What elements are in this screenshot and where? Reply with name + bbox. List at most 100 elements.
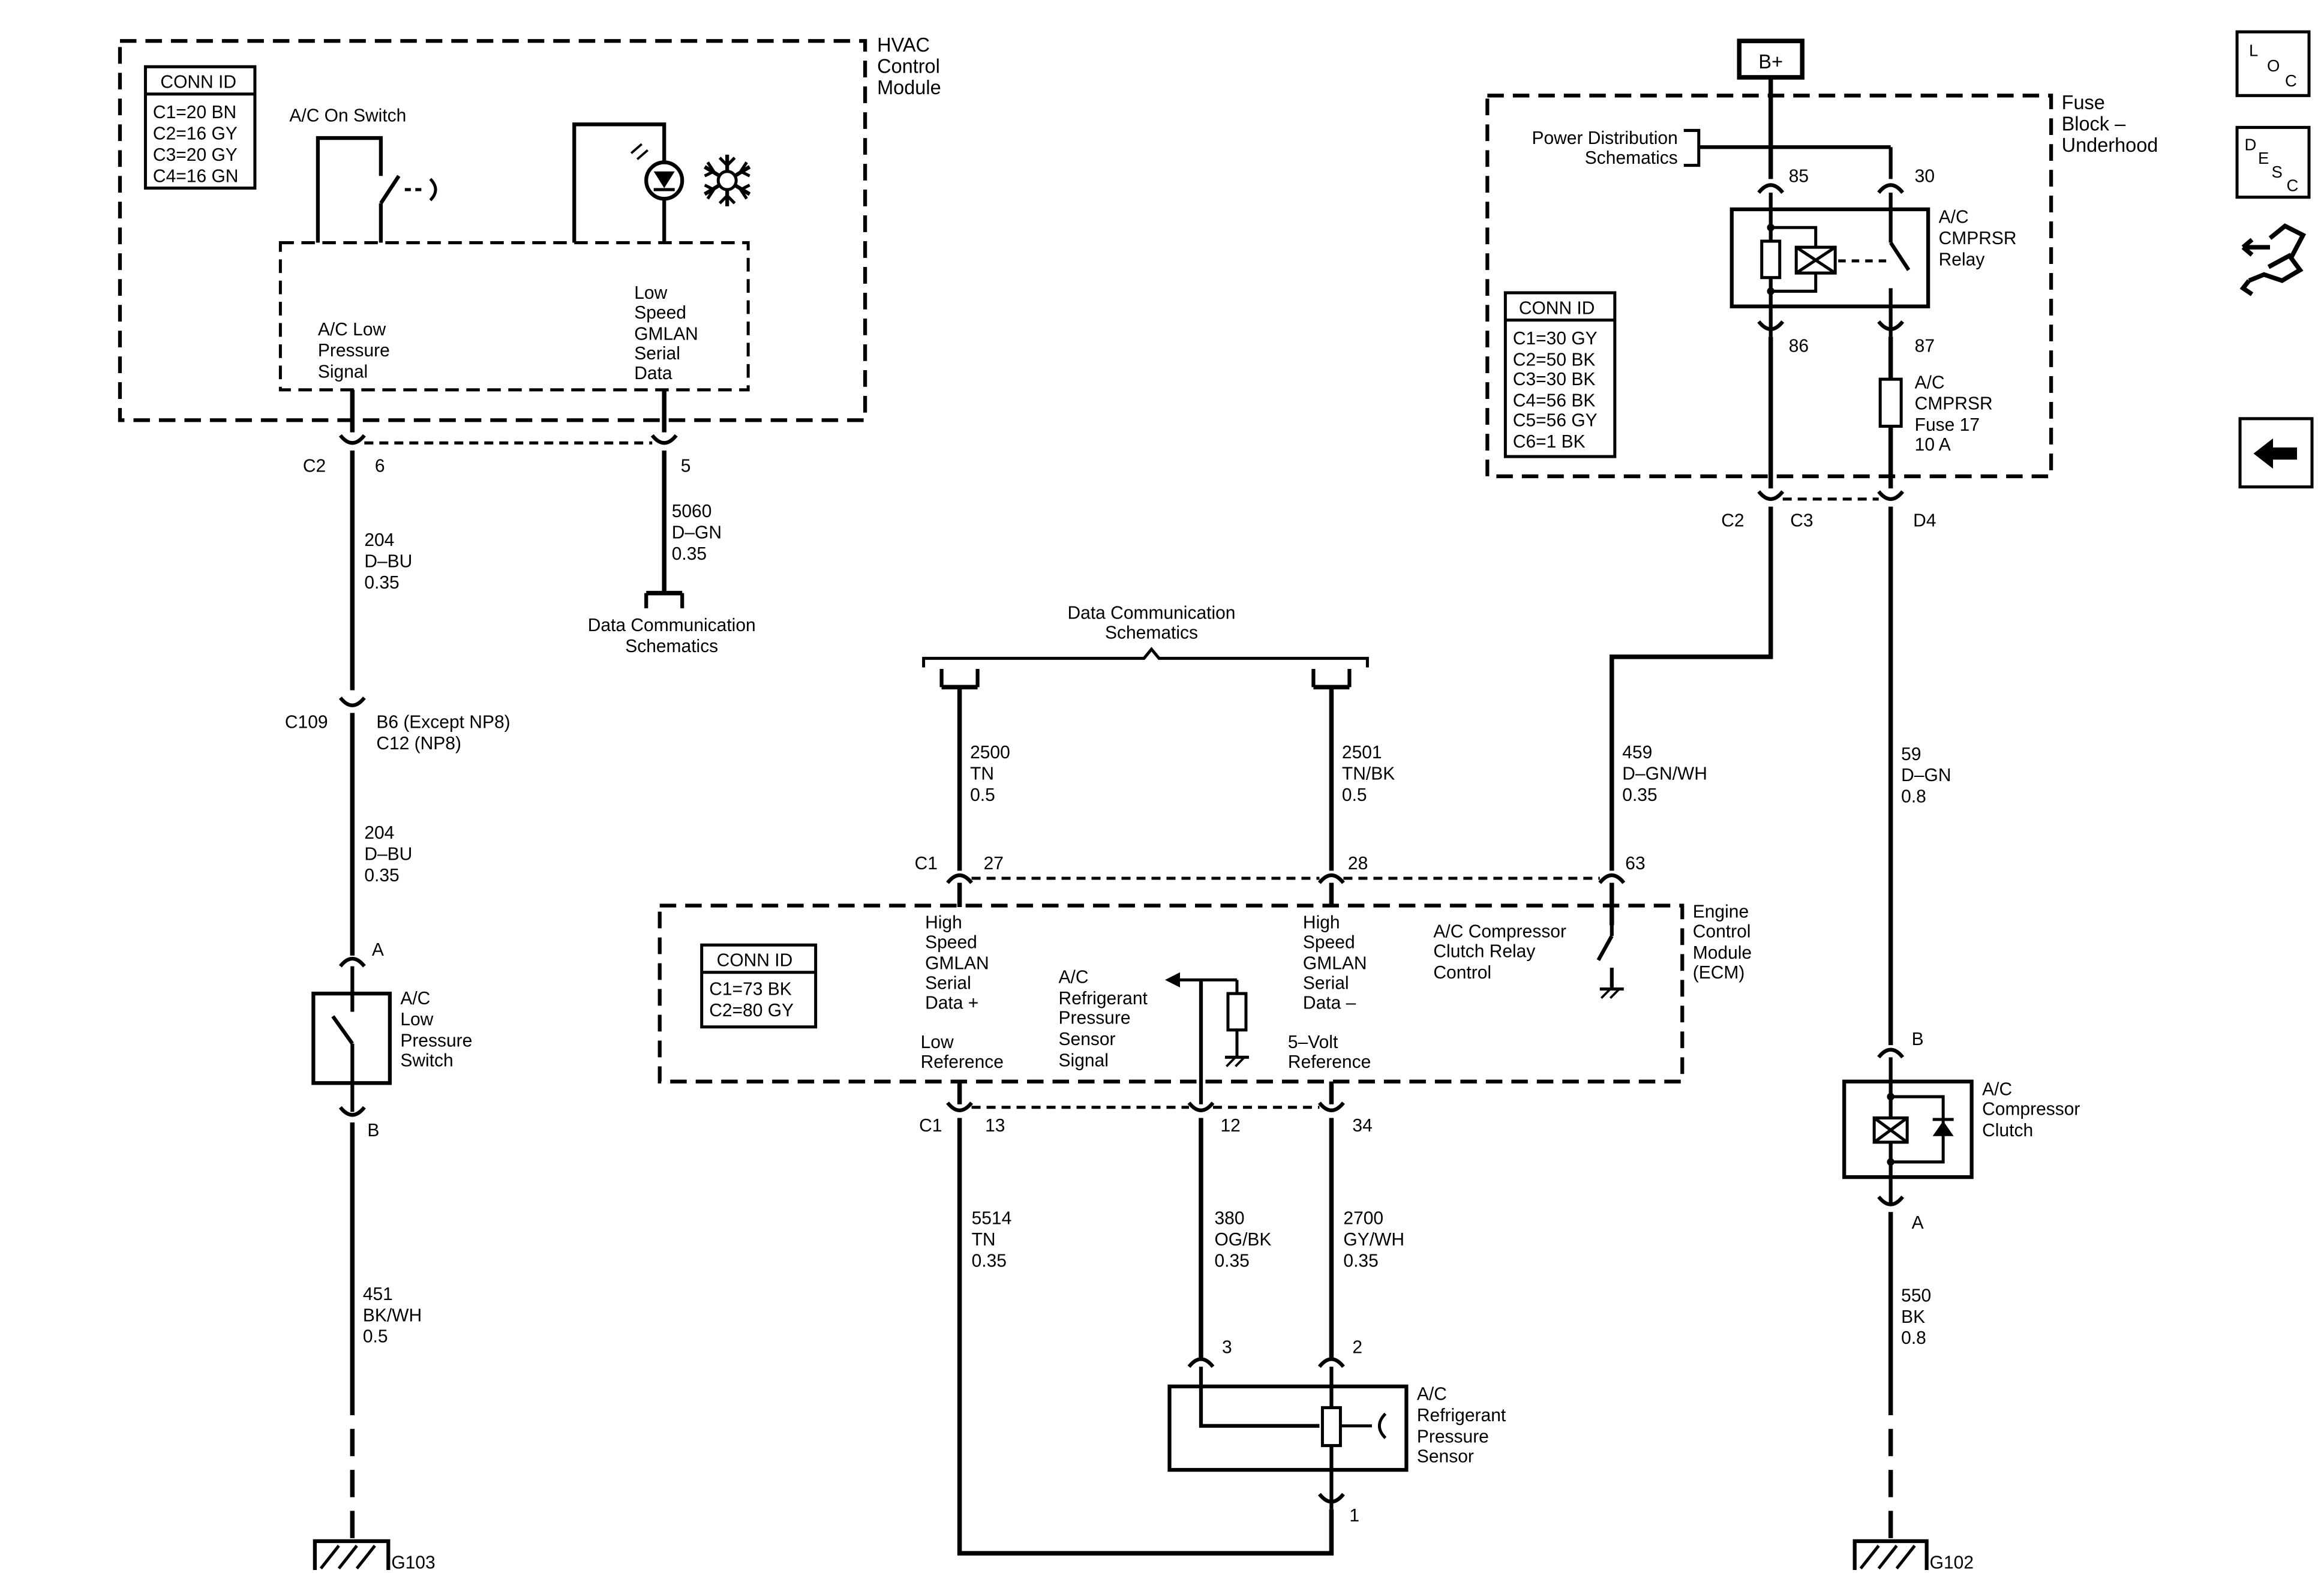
fb-conn-title: CONN ID (1519, 298, 1595, 318)
clutch-name-2: Compressor (1982, 1099, 2080, 1119)
data-comm-left-1: Data Communication (588, 616, 756, 635)
ecm-ref-signal-4: Sensor (1059, 1029, 1116, 1049)
ecm-pin-27: 27 (984, 854, 1004, 873)
wire-59-gauge: 0.8 (1901, 786, 1926, 806)
hvac-c2-connector: C2 6 5 (303, 389, 690, 476)
data-comm-top-1: Data Communication (1068, 603, 1236, 623)
loc-letter-l: L (2249, 41, 2258, 59)
wire-204-lower: 204 D–BU 0.35 (350, 713, 412, 956)
g103-label: G103 (391, 1553, 435, 1572)
ecm-gmlan-minus-5: Data – (1303, 993, 1356, 1013)
relay-pin-87: 87 (1915, 336, 1935, 356)
c109-pin-c12: C12 (NP8) (376, 734, 461, 754)
wire-2501: 2501 TN/BK 0.5 (1329, 687, 1395, 871)
wire-2500-number: 2500 (970, 743, 1010, 763)
wire-451-gauge: 0.5 (363, 1327, 388, 1347)
ac-on-switch-symbol (316, 136, 437, 243)
lps-name-4: Switch (400, 1050, 453, 1070)
ecm-ref-signal-1: A/C (1059, 967, 1089, 987)
ecm-conn-id-table: CONN ID C1=73 BK C2=80 GY (700, 943, 818, 1029)
ecm-name-2: Control (1693, 921, 1751, 941)
ecm-five-volt-1: 5–Volt (1288, 1032, 1338, 1052)
wire-204b-number: 204 (364, 823, 394, 843)
ac-indicator-led (572, 122, 684, 243)
wire-2501-number: 2501 (1342, 743, 1382, 763)
fuse-block-connectors: C2 C3 D4 (1721, 490, 1936, 530)
hvac-conn-id-table: CONN ID C1=20 BN C2=16 GY C3=20 GY C4=16… (143, 65, 257, 190)
wire-550-number: 550 (1901, 1286, 1931, 1305)
ecm-pin-28: 28 (1348, 854, 1368, 873)
fb-conn-c3: C3=30 BK (1513, 370, 1596, 389)
ecm-low-ref-2: Reference (921, 1052, 1004, 1072)
wire-380-color: OG/BK (1214, 1230, 1271, 1250)
wire-550-gauge: 0.8 (1901, 1328, 1926, 1348)
fuse-block-name-1: Fuse (2062, 91, 2105, 113)
desc-button[interactable]: D E S C (2235, 125, 2311, 199)
relay-pin-85: 85 (1789, 166, 1809, 186)
wire-2700-number: 2700 (1343, 1208, 1383, 1228)
back-button[interactable] (2238, 417, 2314, 489)
wire-59: 59 D–GN 0.8 (1888, 506, 1951, 1046)
wire-459-gauge: 0.35 (1622, 785, 1657, 805)
sensor-name-3: Pressure (1417, 1427, 1489, 1446)
hvac-pin-gmlan-4: Serial (634, 344, 680, 364)
wire-204a-number: 204 (364, 530, 394, 550)
loc-letter-c: C (2285, 71, 2297, 90)
wire-451-color: BK/WH (363, 1305, 422, 1325)
ecm-conn-title: CONN ID (717, 950, 793, 970)
sensor-name-1: A/C (1417, 1385, 1447, 1404)
hvac-pin-low-pressure-2: Pressure (318, 341, 390, 361)
wire-2500-gauge: 0.5 (970, 785, 995, 805)
wire-451: 451 BK/WH 0.5 (350, 1122, 422, 1541)
wire-380-number: 380 (1214, 1208, 1244, 1228)
wire-204a-color: D–BU (364, 551, 412, 571)
power-dist-1: Power Distribution (1532, 128, 1677, 148)
relay-name-3: Relay (1939, 250, 1986, 269)
wire-5514: 5514 TN 0.35 (957, 1118, 1334, 1556)
wire-459-number: 459 (1622, 743, 1652, 763)
ecm-pullup-resistor (1164, 972, 1249, 1104)
ecm-name-3: Module (1693, 943, 1752, 963)
ecm-ref-signal-5: Signal (1059, 1050, 1109, 1070)
ground-g102: G102 (1852, 1539, 1974, 1572)
ecm-ref-signal-3: Pressure (1059, 1008, 1131, 1028)
fb-c2-label: C2 (1721, 511, 1744, 530)
wire-2501-gauge: 0.5 (1342, 785, 1367, 805)
fb-d4-label: D4 (1913, 511, 1936, 530)
wire-5060-number: 5060 (672, 502, 712, 521)
sensor-name-4: Sensor (1417, 1446, 1474, 1466)
ecm-c1-bottom-connector: C1 13 12 34 (919, 1081, 1373, 1136)
hvac-c2-label: C2 (303, 456, 326, 476)
wire-5514-gauge: 0.35 (972, 1251, 1007, 1271)
ecm-relay-ctrl-2: Clutch Relay (1433, 941, 1536, 961)
ecm-gmlan-plus-2: Speed (925, 932, 977, 952)
ecm-c1-bottom-label: C1 (919, 1116, 942, 1136)
connector-view-icon[interactable] (2234, 212, 2313, 307)
ac-compressor-clutch: B A A/C Compressor Clutch (1842, 1029, 2080, 1233)
hvac-control-module: HVAC Control Module CONN ID C1=20 BN C2=… (118, 34, 941, 422)
loc-button[interactable]: L O C (2235, 30, 2311, 97)
ecm-gmlan-minus-2: Speed (1303, 932, 1355, 952)
fb-conn-c4: C4=56 BK (1513, 391, 1596, 410)
ecm-ref-signal-2: Refrigerant (1059, 989, 1148, 1008)
power-dist-2: Schematics (1585, 148, 1678, 168)
ecm-c1-top-connector: C1 27 28 63 (915, 854, 1646, 926)
hvac-conn-c3: C3=20 GY (153, 145, 238, 165)
ac-compressor-relay: 85 30 A/C CMPRSR Relay 86 87 (1730, 166, 2017, 356)
ecm-c1-top-label: C1 (915, 854, 938, 873)
relay-pin-86: 86 (1789, 336, 1809, 356)
lps-name-2: Low (400, 1010, 433, 1029)
wire-2500: 2500 TN 0.5 (957, 687, 1010, 871)
ecm-pin-63: 63 (1625, 854, 1645, 873)
desc-letter-d: D (2245, 135, 2257, 154)
wire-204b-gauge: 0.35 (364, 866, 399, 885)
battery-label: B+ (1758, 50, 1783, 73)
ecm-gmlan-plus-4: Serial (925, 973, 971, 993)
loc-letter-o: O (2267, 56, 2280, 75)
ecm-name-4: (ECM) (1693, 963, 1745, 983)
ecm-pin-34: 34 (1352, 1116, 1372, 1136)
wire-459-color: D–GN/WH (1622, 764, 1707, 784)
ac-refrigerant-pressure-sensor: 3 2 1 A/C Refrigerant Pressure Sensor (1167, 1337, 1506, 1526)
ground-g103: G103 (313, 1539, 436, 1572)
ecm-five-volt-2: Reference (1288, 1052, 1371, 1072)
